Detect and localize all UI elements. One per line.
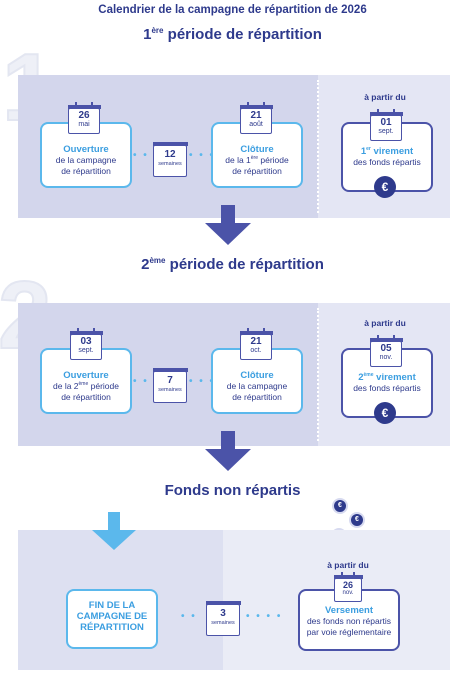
arrow-down-icon [205, 431, 251, 471]
arrow-down-icon [205, 205, 251, 245]
period-1-euro-icon: € [374, 176, 396, 198]
period-2-open-line1-sup: ème [78, 381, 89, 388]
period-1-open-line2: de répartition [61, 165, 111, 176]
period-2-weeks-label: semaines [158, 387, 182, 393]
unallocated-heading: Fonds non répartis [164, 482, 301, 499]
period-1-open-highlight: Ouverture [63, 144, 109, 155]
unallocated-from-label: à partir du [327, 560, 369, 570]
payment-line2: par voie réglementaire [306, 626, 392, 637]
payment-day: 26 [342, 580, 353, 590]
period-1-transfer-ord: 1 [360, 146, 367, 157]
period-2-close-card: Clôture de la campagne de répartition [211, 348, 303, 414]
unallocated-weeks-calendar-icon: 3 semaines [205, 601, 241, 636]
period-1-transfer-day: 01 [380, 117, 392, 128]
period-2-open-highlight: Ouverture [63, 370, 109, 381]
period-1-open-calendar-icon: 26 mai [67, 102, 101, 134]
period-1-heading-sup: ère [151, 26, 164, 35]
period-1-close-day: 21 [250, 110, 262, 121]
period-2-heading-sup: ème [149, 256, 166, 265]
period-2-transfer-ord-sup: ème [363, 372, 374, 379]
unallocated-weeks-count: 3 [220, 608, 226, 619]
period-2-weeks-count: 7 [167, 375, 173, 386]
period-1-from-label: à partir du [364, 92, 406, 102]
unallocated-dots-right: • • • • [246, 611, 283, 622]
payment-calendar-icon: 26 nov. [333, 572, 363, 602]
period-1-close-calendar-icon: 21 août [239, 102, 273, 134]
period-2-from-label: à partir du [364, 318, 406, 328]
period-1-close-line2: de répartition [232, 165, 282, 176]
period-2-close-highlight: Clôture [240, 370, 274, 381]
period-2-close-line2: de répartition [232, 391, 282, 402]
period-1-transfer-calendar-icon: 01 sept. [369, 109, 403, 141]
period-1-transfer-month: sept. [378, 128, 394, 135]
period-1-close-highlight: Clôture [240, 144, 274, 155]
period-2-dots-left: • • • [133, 376, 160, 387]
period-1-open-day: 26 [78, 110, 90, 121]
period-1-weeks-count: 12 [164, 149, 176, 160]
period-2-open-line2: de répartition [61, 391, 111, 402]
period-2-transfer-ord: 2 [358, 372, 364, 383]
period-2-transfer-line2: des fonds répartis [353, 383, 421, 394]
period-2-close-calendar-icon: 21 oct. [239, 328, 273, 360]
period-1-transfer-ord-sup: er [366, 146, 371, 153]
period-1-close-line1b: période [258, 155, 289, 166]
unallocated-weeks-label: semaines [211, 620, 235, 626]
period-1-close-month: août [249, 121, 263, 128]
period-2-euro-icon: € [374, 402, 396, 424]
payment-highlight: Versement [324, 605, 374, 616]
period-1-heading-rest: période de répartition [163, 26, 322, 43]
period-2-open-line1a: de la 2 [53, 381, 79, 392]
end-card-line2: CAMPAGNE DE [76, 610, 148, 622]
period-2-transfer-month: nov. [379, 354, 393, 361]
period-2-heading-num: 2 [141, 256, 150, 273]
period-2-close-day: 21 [250, 336, 262, 347]
period-1-heading: 1ère période de répartition [0, 26, 465, 43]
period-1-close-line1a: de la 1 [225, 155, 251, 166]
period-2-transfer-calendar-icon: 05 nov. [369, 335, 403, 367]
period-2-open-calendar-icon: 03 sept. [69, 328, 103, 360]
payment-month: nov. [342, 590, 354, 596]
period-1-close-line1-sup: ère [250, 155, 259, 162]
period-2-close-month: oct. [250, 347, 262, 354]
coin-icon: € [334, 500, 346, 512]
period-2-heading-rest: période de répartition [165, 256, 324, 273]
period-2-transfer-day: 05 [380, 343, 392, 354]
period-2-dots-right: • • • [189, 376, 216, 387]
period-2-close-line1: de la campagne [226, 381, 288, 392]
period-1-transfer-line2: des fonds répartis [353, 157, 421, 168]
period-2-open-line1b: période [88, 381, 119, 392]
period-1-weeks-calendar-icon: 12 semaines [152, 142, 188, 177]
period-2-heading: 2ème période de répartition [0, 256, 465, 273]
period-2-open-day: 03 [80, 336, 92, 347]
period-1-weeks-label: semaines [158, 161, 182, 167]
period-1-open-line1: de la campagne [55, 155, 117, 166]
period-1-open-month: mai [78, 121, 90, 128]
period-2-open-month: sept. [78, 347, 94, 354]
arrow-down-icon [92, 512, 136, 550]
unallocated-dots-left: • • [181, 611, 197, 622]
period-2-weeks-calendar-icon: 7 semaines [152, 368, 188, 403]
page-title: Calendrier de la campagne de répartition… [98, 4, 367, 16]
period-1-heading-num: 1 [143, 26, 152, 43]
period-1-dots-right: • • • [189, 150, 216, 161]
payment-line1: des fonds non répartis [306, 616, 392, 627]
end-card-line3: RÉPARTITION [80, 621, 144, 633]
end-card-line1: FIN DE LA [88, 600, 136, 611]
period-1-transfer-highlight: virement [370, 146, 414, 157]
end-of-campaign-card: FIN DE LA CAMPAGNE DE RÉPARTITION [66, 589, 158, 649]
coin-icon: € [351, 514, 363, 526]
period-2-transfer-highlight: virement [373, 372, 416, 383]
period-2-divider [317, 308, 319, 441]
period-1-dots-left: • • • [133, 150, 160, 161]
period-1-divider [317, 80, 319, 213]
